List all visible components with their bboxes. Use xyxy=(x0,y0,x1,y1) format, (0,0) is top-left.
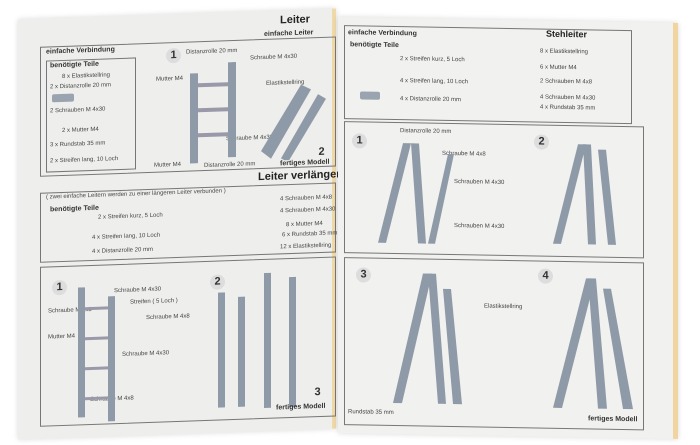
callout: Elastikstellring xyxy=(484,303,523,311)
right-page: einfache Verbindung Stehleiter benötigte… xyxy=(338,17,678,439)
title: Leiter xyxy=(280,13,310,27)
finished-ladder-illustration xyxy=(261,84,326,162)
step-number: 1 xyxy=(352,133,367,149)
part: 4 x Streifen lang, 10 Loch xyxy=(400,78,469,86)
part: 2 x Mutter M4 xyxy=(62,126,99,135)
callout: Distanzrolle 20 mm xyxy=(400,128,452,136)
spacer-icon xyxy=(52,93,74,103)
part: 8 x Mutter M4 xyxy=(286,220,323,229)
stepladder-illustration xyxy=(553,278,633,410)
section-label: einfache Verbindung xyxy=(348,29,417,38)
ladder-illustration xyxy=(190,61,236,164)
callout: Schrauben M 4x30 xyxy=(454,179,505,186)
stepladder-illustration xyxy=(553,144,616,245)
finished-model-label: fertiges Modell xyxy=(588,415,638,424)
callout: Mutter M4 xyxy=(154,161,182,169)
part: 4 x Distanzrolle 20 mm xyxy=(400,96,462,104)
step-number: 3 xyxy=(356,267,371,283)
part: 4 x Rundstab 35 mm xyxy=(540,104,596,112)
callout: Schrauben M 4x30 xyxy=(454,223,505,230)
step-number: 2 xyxy=(534,134,549,150)
part: 2 Schrauben M 4x8 xyxy=(540,78,593,86)
extension-title: Leiter verlängen xyxy=(258,168,343,184)
stepladder-illustration xyxy=(378,143,454,244)
part: 8 x Elastikstellring xyxy=(540,48,589,56)
spacer-icon xyxy=(360,91,380,100)
left-page: Leiter einfache Leiter einfache Verbindu… xyxy=(18,8,343,440)
ladder-illustration xyxy=(264,272,296,408)
stepladder-illustration xyxy=(393,273,462,405)
ladder-illustration xyxy=(78,287,115,422)
parts-heading: benötigte Teile xyxy=(350,41,399,50)
title: Stehleiter xyxy=(546,28,588,40)
part: 2 x Streifen kurz, 5 Loch xyxy=(400,56,465,64)
ladder-illustration xyxy=(218,292,245,408)
callout: Rundstab 35 mm xyxy=(348,409,394,417)
part: 6 x Mutter M4 xyxy=(540,64,577,72)
part: 4 Schrauben M 4x30 xyxy=(540,94,596,102)
